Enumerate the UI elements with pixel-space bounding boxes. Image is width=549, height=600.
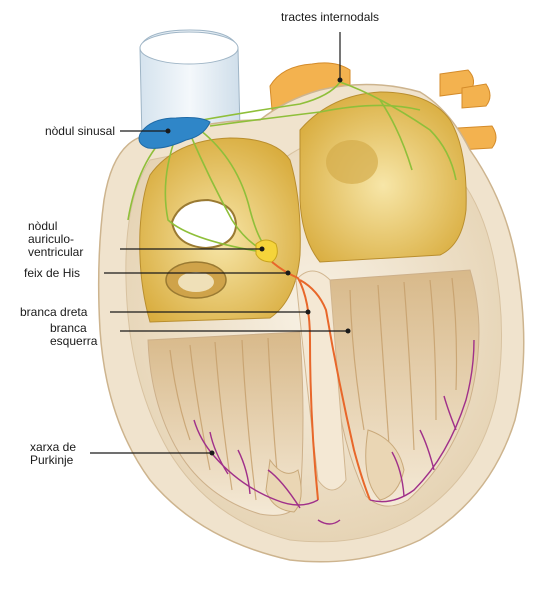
ivc-opening-inner [178,272,214,292]
papillary-muscle-left [365,429,405,501]
leader-lines [90,32,348,454]
label-feix-de-his: feix de His [24,266,81,280]
label-nodul-av-line1: nòdul [28,219,58,233]
purkinje-fibers [193,339,475,525]
label-nodul-sinusal: nòdul sinusal [44,124,115,138]
coronary-sinus-opening [170,198,238,250]
interventricular-septum [295,270,347,491]
label-nodul-av-line3: ventricular [28,245,84,259]
label-branca-esquerra-line1: branca [50,321,87,335]
left-atrium [299,91,467,263]
left-atrium-recess [326,140,378,184]
label-xarxa-purkinje-line1: xarxa de [30,440,77,454]
pulmonary-vein-right-2 [461,83,491,109]
label-nodul-auriculo-ventricular: nòdul auriculo- ventricular [28,220,83,259]
leader-endpoints [165,77,351,456]
right-ventricle [147,331,304,516]
av-node [255,239,278,263]
label-xarxa-de-purkinje: xarxa de Purkinje [30,441,76,467]
label-xarxa-purkinje-line2: Purkinje [30,453,74,467]
label-tractes-internodals: tractes internodals [281,10,380,24]
vena-cava-opening [139,31,239,65]
sinus-node [138,117,211,149]
label-branca-esquerra-line2: esquerra [50,334,98,348]
label-branca-esquerra: branca esquerra [50,322,97,348]
label-branca-dreta: branca dreta [20,305,88,319]
label-nodul-av-line2: auriculo- [28,232,75,246]
his-bundle-branches [271,261,371,501]
